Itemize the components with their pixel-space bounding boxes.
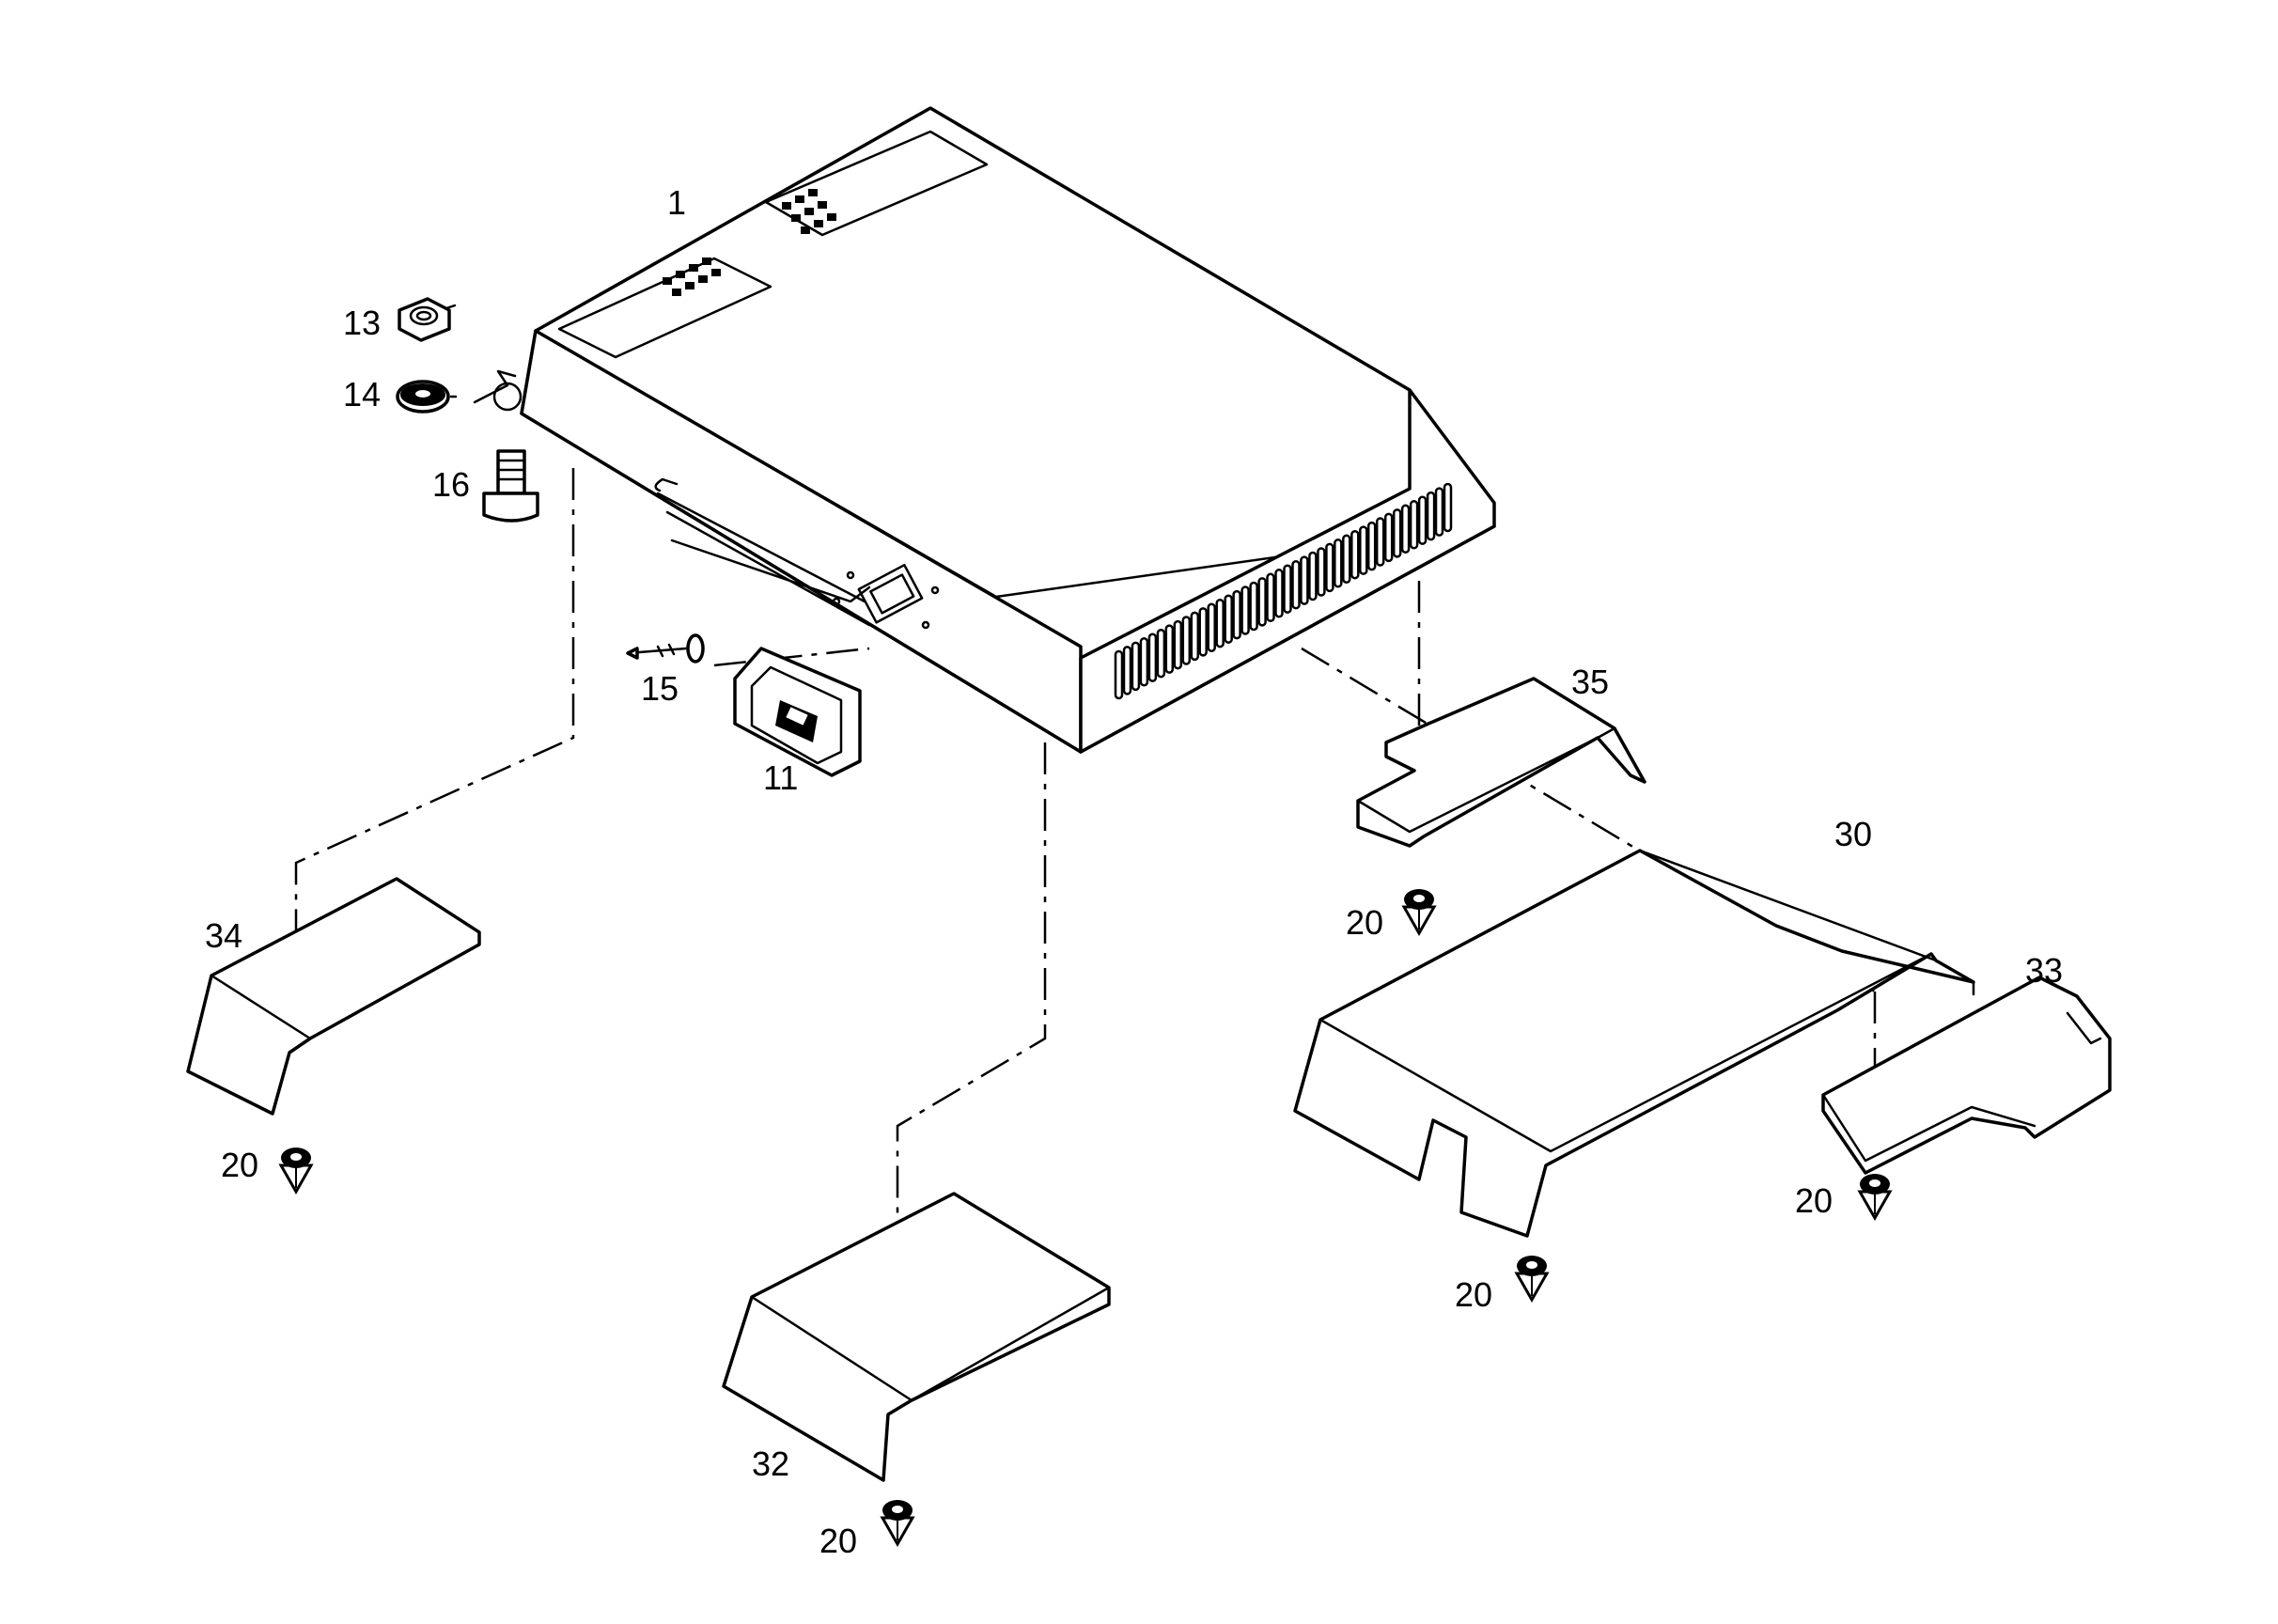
vent-slot <box>1334 539 1343 588</box>
screw-icon <box>626 633 705 664</box>
callout-20-30: 20 <box>1455 1275 1492 1314</box>
clip-icon <box>278 889 1893 1548</box>
callout-16: 16 <box>432 465 470 504</box>
vent-slot <box>1266 572 1275 623</box>
vent-slot <box>1224 594 1233 644</box>
vent-slot <box>1308 551 1318 601</box>
vent-slot <box>1249 581 1258 632</box>
callout-ticks <box>445 304 458 398</box>
vent-slot <box>1215 598 1225 648</box>
vent-slot <box>1383 512 1394 563</box>
nut-icon <box>398 297 451 342</box>
vent-slot <box>1232 589 1241 640</box>
callout-14: 14 <box>343 375 381 414</box>
label-plate-right <box>764 130 989 237</box>
vent-slot <box>1198 607 1208 657</box>
clip-fastener <box>880 1500 915 1548</box>
vent-slot <box>1164 624 1175 674</box>
callout-20-34: 20 <box>221 1146 258 1184</box>
mat-34 <box>186 877 481 1116</box>
callout-34: 34 <box>205 916 242 955</box>
vent-slot <box>1300 555 1309 605</box>
cover-front-face <box>520 329 1083 754</box>
clip-fastener <box>1857 1174 1893 1222</box>
clip-fastener <box>278 1148 314 1195</box>
label-keypad-right <box>782 189 836 234</box>
callout-13: 13 <box>343 304 381 342</box>
callout-labels: 1 13 14 16 15 11 34 35 30 33 32 20 20 20… <box>205 183 2063 1560</box>
vent-slot <box>1317 547 1326 597</box>
vent-slot <box>1257 577 1267 627</box>
vent-slot <box>1173 619 1183 670</box>
vent-slot <box>1156 628 1166 679</box>
callout-15: 15 <box>641 669 679 708</box>
callout-30: 30 <box>1834 815 1872 853</box>
vent-slot <box>1240 586 1250 635</box>
vent-slot <box>1181 616 1192 665</box>
vent-slot <box>1114 649 1124 700</box>
vent-slot <box>1190 611 1200 662</box>
mat-33 <box>1821 976 2112 1175</box>
vent-slot <box>1409 500 1419 550</box>
vent-slot <box>1417 495 1428 545</box>
vent-slot <box>1342 534 1351 585</box>
vent-slot <box>1325 542 1334 593</box>
vent-slots <box>1114 482 1453 700</box>
callout-20-35: 20 <box>1346 903 1383 942</box>
vent-slot <box>1426 491 1436 541</box>
vent-slot <box>1359 525 1368 575</box>
vent-slot <box>1443 482 1453 533</box>
callout-35: 35 <box>1571 663 1609 701</box>
vent-slot <box>1434 487 1444 537</box>
vent-slot <box>1207 602 1216 653</box>
vent-slot <box>1147 632 1158 682</box>
vent-slot <box>1274 569 1284 618</box>
clip-fastener <box>1514 1256 1550 1304</box>
label-keypad-left <box>663 258 721 296</box>
cover-drawing <box>473 106 1496 754</box>
callout-32: 32 <box>752 1444 789 1483</box>
vent-slot <box>1139 637 1149 687</box>
vent-slot <box>1366 521 1377 571</box>
bolt-icon <box>482 449 539 523</box>
washer-icon <box>396 380 450 414</box>
clip-fastener <box>1401 889 1437 937</box>
vent-slot <box>1375 517 1385 567</box>
vent-slot <box>1392 508 1402 558</box>
callout-11: 11 <box>763 758 798 797</box>
plate-icon <box>733 647 862 777</box>
mat-30 <box>1293 849 1975 1238</box>
vent-slot <box>1122 646 1132 695</box>
callout-20-32: 20 <box>819 1522 857 1560</box>
mat-35 <box>1356 677 1646 848</box>
vent-slot <box>1283 564 1292 614</box>
vent-slot <box>1291 559 1301 610</box>
vent-slot <box>1400 504 1411 554</box>
vent-slot <box>1131 641 1141 692</box>
callout-33: 33 <box>2025 951 2063 990</box>
vent-slot <box>1350 529 1360 580</box>
callout-20-33: 20 <box>1795 1181 1833 1220</box>
callout-1: 1 <box>667 183 686 222</box>
mat-32 <box>722 1192 1111 1482</box>
